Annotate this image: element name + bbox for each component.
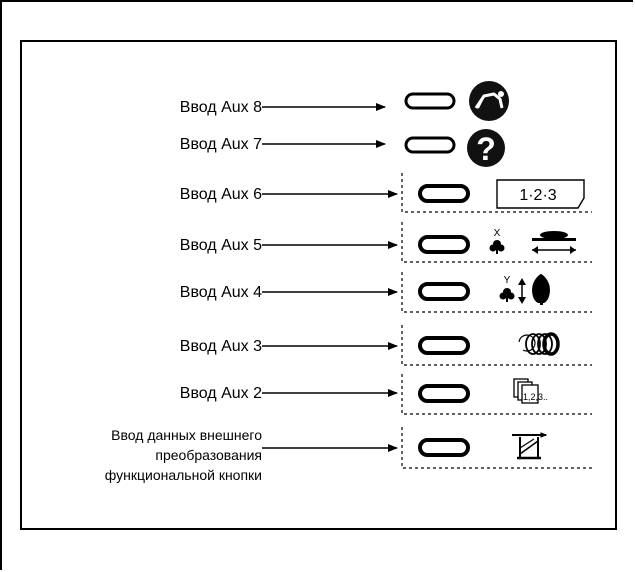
button-aux-6 [418,184,470,203]
label-external-transform-line-3: функциональной кнопки [104,467,262,483]
svg-text:1·2·3: 1·2·3 [519,187,556,204]
label-aux-5: Ввод Aux 5 [179,237,262,254]
svg-text:X: X [494,228,501,239]
transform-icon [512,432,548,460]
pages-icon: 1,2,3.. [513,378,548,404]
x-flip-icon: X [489,228,576,254]
button-external-transform [418,438,470,457]
label-aux-8: Ввод Aux 8 [179,99,262,116]
svg-text:Y: Y [504,275,511,286]
sequence-123-icon: 1·2·3 [496,179,585,209]
y-flip-icon: Y [499,274,550,305]
label-aux-6: Ввод Aux 6 [179,186,262,203]
button-aux-5 [418,235,470,254]
label-aux-3: Ввод Aux 3 [179,338,262,355]
button-aux-2 [418,384,470,403]
label-aux-7: Ввод Aux 7 [179,136,262,153]
button-aux-4 [418,282,470,301]
label-aux-2: Ввод Aux 2 [179,385,262,402]
buttons [404,92,470,457]
label-external-transform-line-1: Ввод данных внешнего [111,427,262,443]
label-external-transform-line-2: преобразования [155,447,262,463]
svg-text:1,2,3..: 1,2,3.. [523,392,548,402]
arrows [262,103,398,452]
button-aux-8 [404,92,456,110]
runner-icon [469,81,509,121]
question-icon: ? [467,129,505,167]
label-external-transform: Ввод данных внешнего преобразования функ… [105,425,262,485]
button-aux-3 [418,336,470,355]
svg-text:?: ? [476,131,496,167]
button-aux-7 [404,136,456,154]
rotate-icon [518,332,560,356]
dashed-brackets [401,173,592,469]
label-aux-4: Ввод Aux 4 [179,284,262,301]
